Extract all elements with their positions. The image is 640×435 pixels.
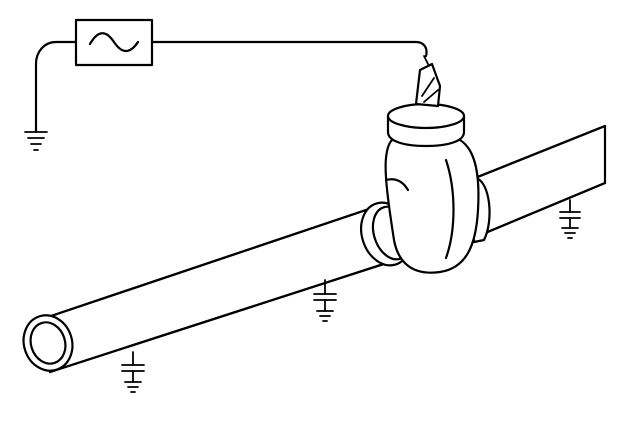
valve — [360, 102, 480, 274]
source-ground-icon — [24, 131, 48, 151]
pipe-left — [22, 206, 392, 374]
circuit-wires — [34, 40, 428, 134]
signal-clamp-icon — [414, 55, 442, 108]
ac-source-icon — [74, 18, 154, 67]
capacitive-ground-2-icon — [313, 279, 337, 322]
capacitive-ground-3-icon — [559, 199, 581, 239]
capacitive-ground-1-icon — [121, 351, 145, 393]
pipe-right — [466, 124, 607, 244]
